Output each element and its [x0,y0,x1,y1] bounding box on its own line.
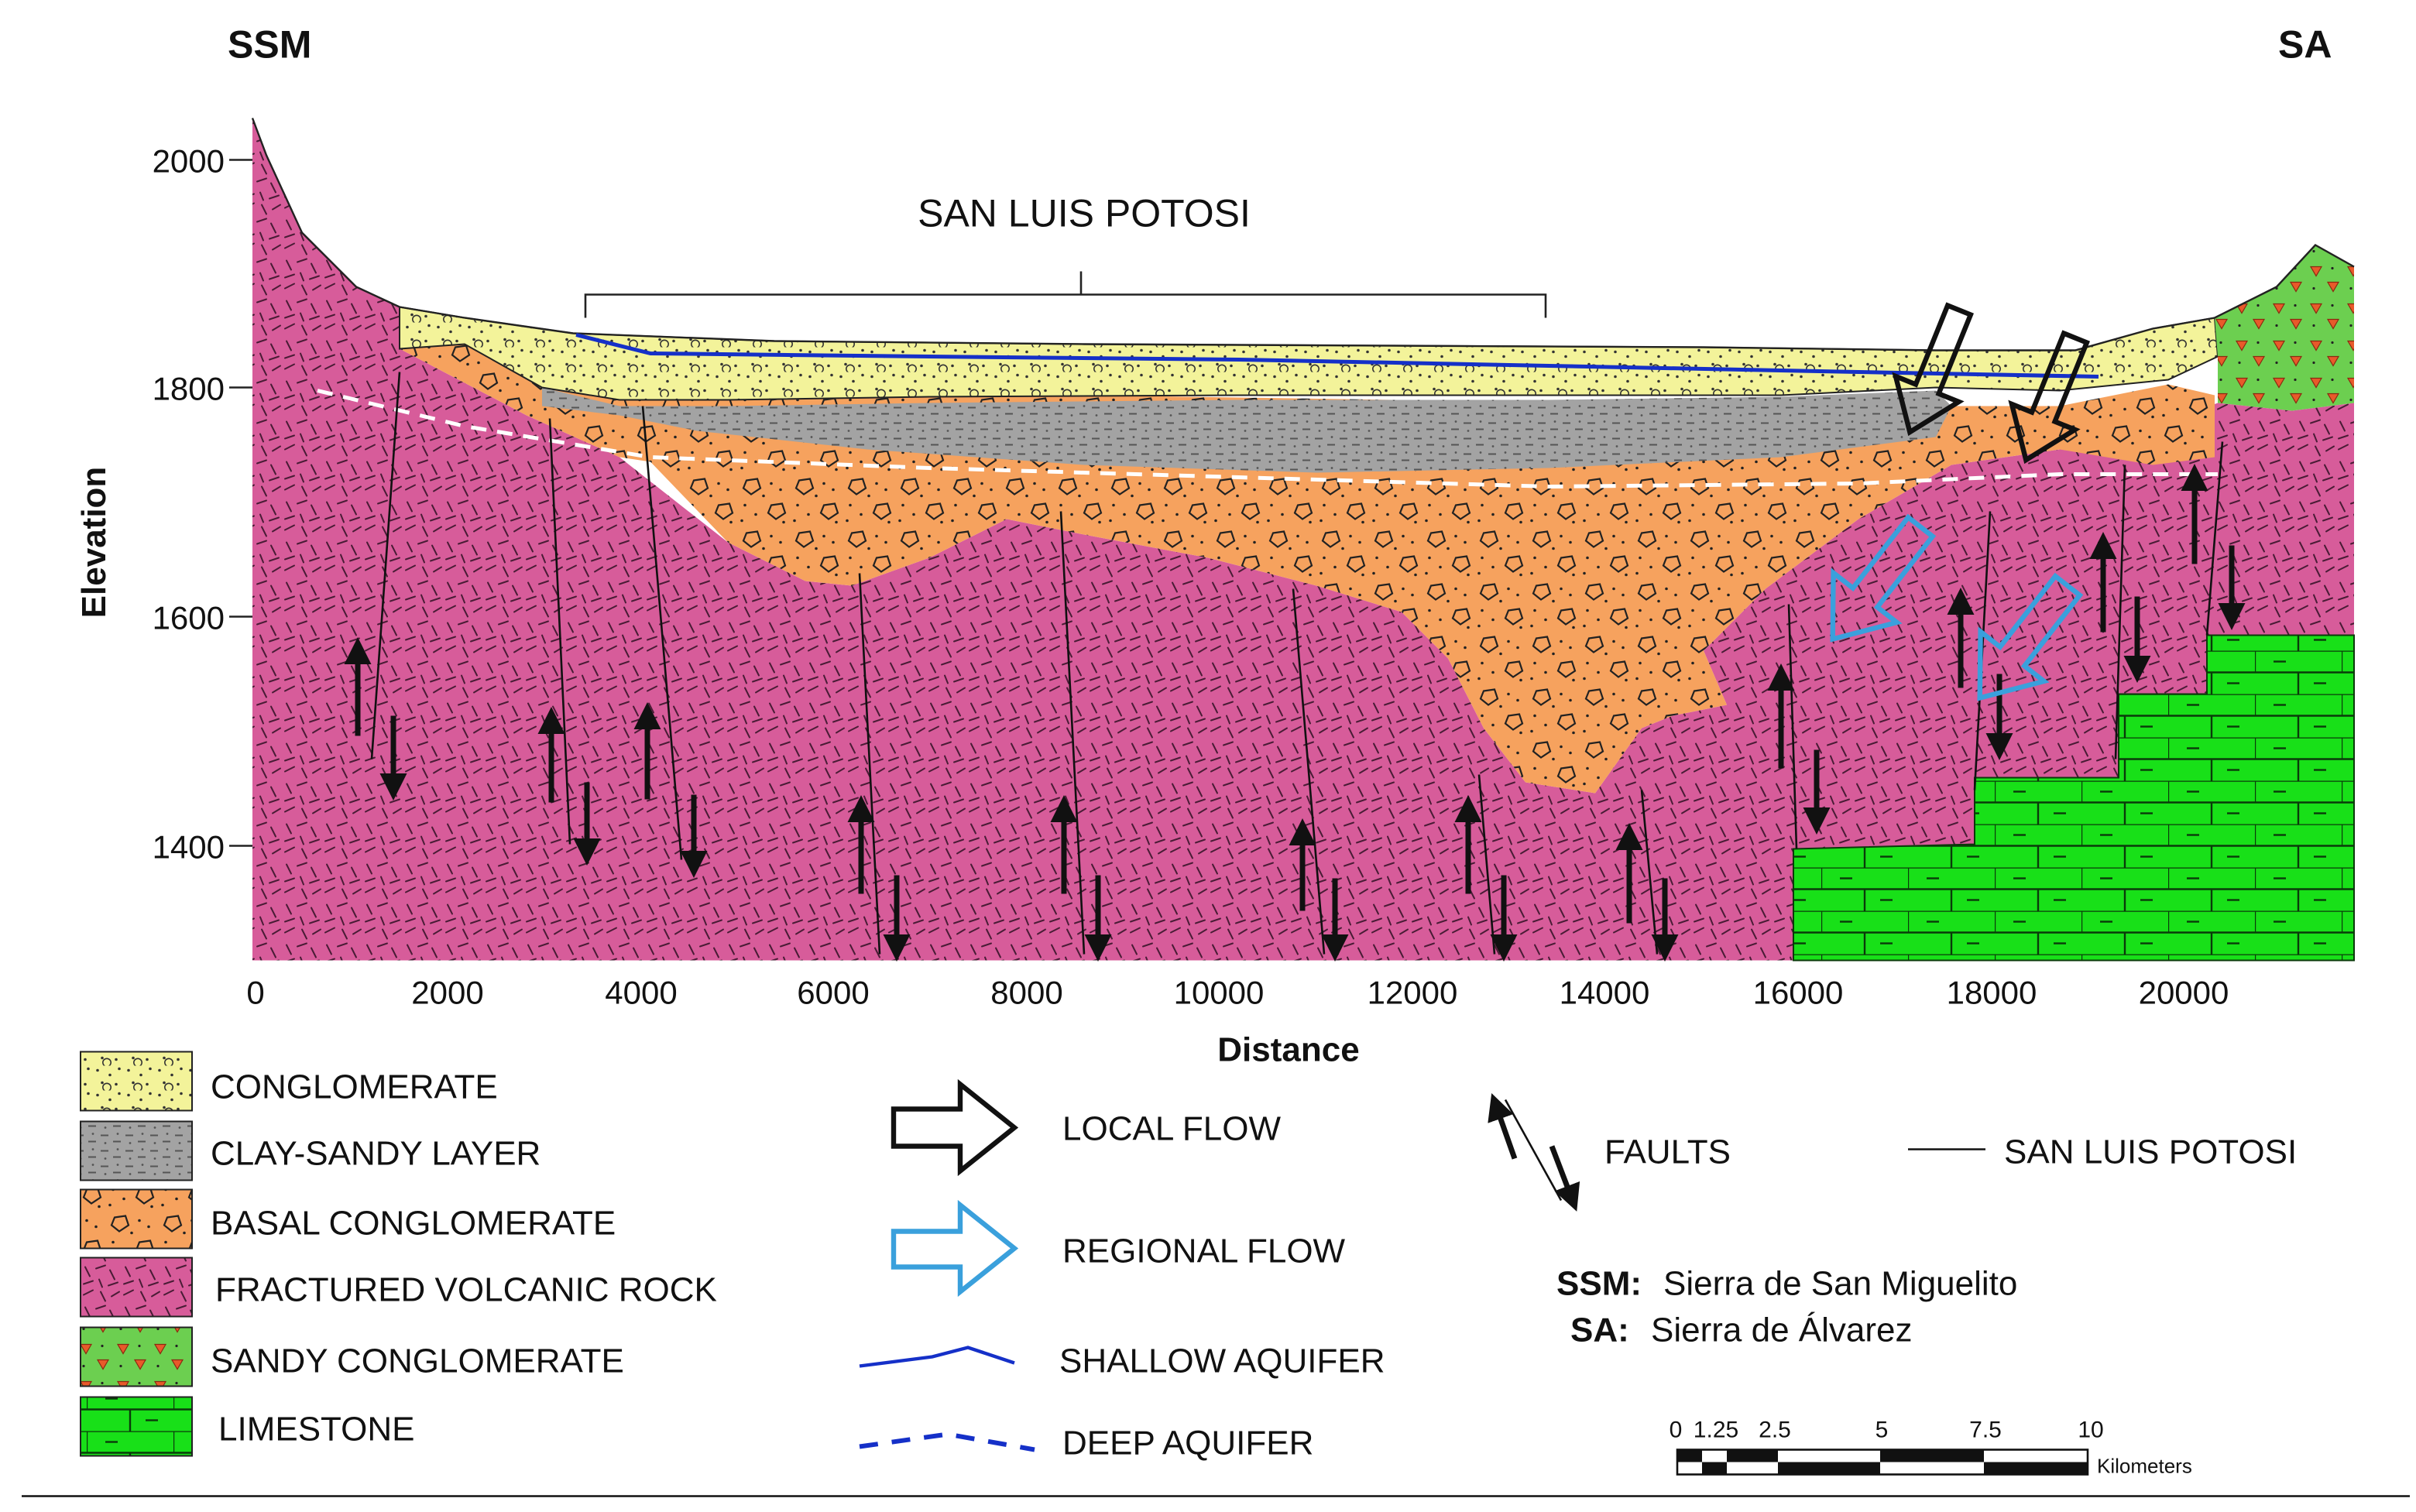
shallow-aquifer-legend-line [859,1346,1015,1368]
legend-label-city: SAN LUIS POTOSI [2004,1133,2297,1171]
x-tick-label: 8000 [990,975,1062,1011]
x-tick-label: 14000 [1560,975,1650,1011]
legend-label-faults: FAULTS [1604,1133,1731,1171]
deep-aquifer-legend-line [859,1431,1035,1452]
scale-tick-label: 10 [2078,1418,2103,1443]
legend-swatch-sandy-conglomerate [80,1326,193,1387]
faults-legend-line [1504,1099,1563,1202]
abbr-name-ssm: Sierra de San Miguelito [1663,1265,2017,1303]
legend-label-basal-conglomerate: BASAL CONGLOMERATE [211,1205,616,1243]
scale-bar: 0 1.25 2.5 5 7.5 10 Kilometers [1670,1418,2192,1478]
x-tick-label: 18000 [1947,975,2037,1011]
x-tick-label: 6000 [797,975,869,1011]
scale-tick-label: 7.5 [1969,1418,2002,1443]
x-axis-title: Distance [1217,1031,1359,1069]
scale-tick-label: 0 [1670,1418,1683,1443]
geologic-section [251,118,2355,962]
scale-tick-label: 1.25 [1694,1418,1738,1443]
limestone-unit [1793,634,2355,962]
legend-units: CONGLOMERATE CLAY-SANDY LAYER BASAL CONG… [80,1051,717,1457]
sandy-conglomerate-unit [2215,245,2354,411]
label-san-luis-potosi: SAN LUIS POTOSI [918,192,1251,235]
abbr-code-sa: SA: [1570,1311,1629,1349]
faults-legend-arrow-down [1549,1145,1580,1212]
legend-swatch-limestone [80,1396,193,1457]
y-axis: 2000 1800 1600 1400 Elevation [75,143,252,866]
legend-label-conglomerate: CONGLOMERATE [211,1068,498,1106]
legend-label-sandy-conglomerate: SANDY CONGLOMERATE [211,1342,624,1380]
legend-swatch-basal-conglomerate [80,1188,193,1250]
label-sa: SA [2278,23,2332,67]
abbr-code-ssm: SSM: [1556,1265,1642,1303]
city-extent-bracket [584,271,1547,318]
x-tick-label: 12000 [1368,975,1458,1011]
y-axis-title: Elevation [75,467,113,619]
scale-tick-label: 2.5 [1759,1418,1791,1443]
x-tick-label: 0 [246,975,264,1011]
legend-swatch-fractured-volcanic [80,1257,193,1318]
fractured-volcanic-rock-unit [252,118,2354,961]
y-tick-label: 1800 [153,371,225,407]
ground-surface [251,118,2355,351]
legend-label-regional-flow: REGIONAL FLOW [1062,1233,1346,1270]
legend-label-clay-sandy: CLAY-SANDY LAYER [211,1135,541,1173]
abbr-name-sa: Sierra de Álvarez [1651,1311,1912,1349]
legend-label-deep-aquifer: DEEP AQUIFER [1062,1425,1313,1462]
y-tick-label: 1600 [153,600,225,636]
legend-swatch-conglomerate [80,1051,193,1112]
local-flow-legend-arrow [891,1078,1019,1177]
legend-label-shallow-aquifer: SHALLOW AQUIFER [1059,1342,1385,1380]
y-tick-label: 2000 [153,143,225,180]
label-ssm: SSM [228,23,311,67]
abbreviations: SSM: Sierra de San Miguelito SA: Sierra … [1556,1265,2017,1349]
scale-tick-label: 5 [1875,1418,1889,1443]
y-tick-label: 1400 [153,829,225,866]
faults-legend-arrow-up [1488,1092,1518,1160]
scale-unit-label: Kilometers [2097,1455,2192,1478]
legend-label-limestone: LIMESTONE [218,1411,414,1449]
fault-movement-arrows [344,464,2246,962]
legend-label-fractured-volcanic: FRACTURED VOLCANIC ROCK [215,1271,717,1309]
regional-flow-arrows [1830,513,2084,701]
fault-lines [370,372,2224,955]
clay-sandy-layer-unit [542,387,1951,473]
legend-flow: LOCAL FLOW REGIONAL FLOW SHALLOW AQUIFER… [859,1078,2297,1462]
regional-flow-legend-arrow [891,1199,1019,1298]
legend-swatch-clay-sandy [80,1120,193,1181]
legend-label-local-flow: LOCAL FLOW [1062,1110,1281,1148]
x-tick-label: 16000 [1753,975,1844,1011]
x-tick-label: 20000 [2139,975,2229,1011]
x-axis: 0 2000 4000 6000 8000 10000 12000 14000 … [246,975,2229,1069]
shallow-aquifer-line [575,333,2099,379]
local-flow-arrows [1892,302,2091,465]
deep-aquifer-line [317,389,2218,489]
x-tick-label: 10000 [1174,975,1265,1011]
x-tick-label: 2000 [411,975,483,1011]
x-tick-label: 4000 [605,975,677,1011]
